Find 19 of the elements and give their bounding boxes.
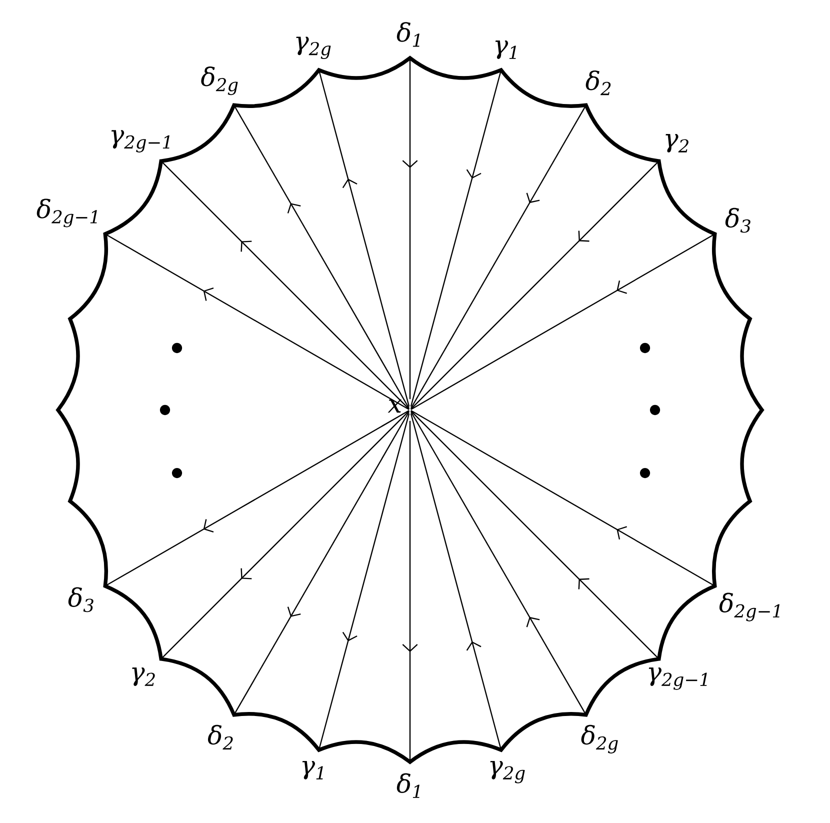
vertex-label: δ$_{3}$: [68, 587, 94, 612]
vertex-label: δ$_{2}$: [208, 724, 233, 750]
vertex-label: δ$_{1}$: [396, 22, 420, 47]
vertex-label: γ$_{2g}$: [490, 760, 525, 784]
vertex-label: γ$_{2}$: [666, 134, 688, 152]
vertex-label: γ$_{2g−1}$: [648, 668, 707, 690]
vertex-label: δ$_{2g}$: [201, 66, 238, 96]
vertex-label: γ$_{1}$: [302, 760, 323, 780]
vertex-label: δ$_{2}$: [586, 70, 611, 96]
vertex-label: γ$_{1}$: [495, 40, 516, 59]
vertex-label: γ$_{2g}$: [296, 36, 331, 60]
vertex-label: δ$_{3}$: [725, 208, 750, 233]
vertex-label: γ$_{2g−1}$: [111, 130, 170, 152]
vertex-label: δ$_{2g−1}$: [36, 198, 97, 228]
vertex-label: δ$_{1}$: [396, 773, 420, 798]
vertex-label: δ$_{2g−1}$: [719, 592, 780, 622]
vertex-label: γ$_{2}$: [132, 668, 155, 686]
center-point-label: x: [388, 399, 402, 413]
vertex-label: δ$_{2g}$: [581, 724, 618, 754]
